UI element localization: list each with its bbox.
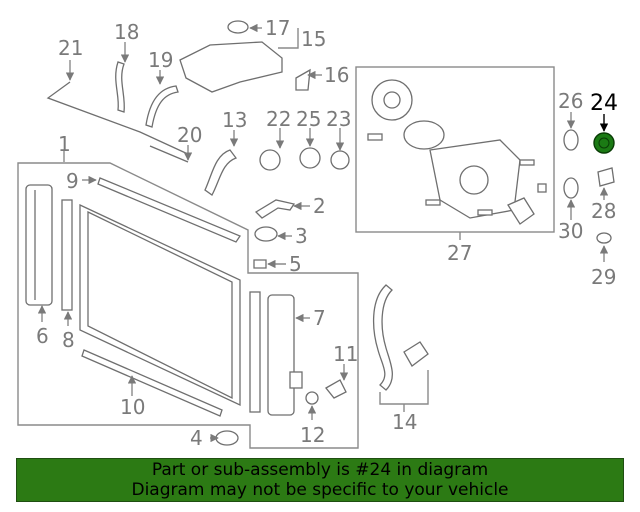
water-pump-group-outline	[355, 66, 555, 233]
drain-cock	[325, 379, 347, 399]
lower-hose	[372, 284, 393, 391]
callout-4: 4	[190, 426, 203, 450]
radiator-seal-left	[61, 199, 73, 311]
water-pump	[367, 79, 547, 225]
reservoir-tank	[179, 20, 311, 93]
callout-21: 21	[58, 36, 83, 60]
callout-27: 27	[447, 241, 472, 265]
callout-18: 18	[114, 20, 139, 44]
callout-17: 17	[265, 16, 290, 40]
radiator-left-tank	[25, 184, 53, 306]
callout-29: 29	[591, 265, 616, 289]
drain-gasket	[305, 391, 319, 405]
overflow-hose-19	[145, 85, 179, 128]
callout-19: 19	[148, 48, 173, 72]
callout-9: 9	[66, 169, 79, 193]
thermostat-cover	[259, 149, 281, 171]
radiator-core	[79, 203, 241, 407]
banner-line-1: Part or sub-assembly is #24 in diagram	[151, 460, 489, 480]
radiator-right-tank	[267, 294, 303, 416]
callout-10: 10	[120, 395, 145, 419]
seal-29	[596, 232, 612, 244]
callout-25: 25	[296, 107, 321, 131]
hose-clamp	[403, 341, 429, 367]
thermostat-gasket	[299, 147, 321, 169]
pipe-20	[149, 145, 189, 163]
callout-14: 14	[392, 410, 417, 434]
o-ring-26	[563, 129, 579, 151]
callout-3: 3	[295, 224, 308, 248]
radiator-seal-top	[97, 177, 241, 243]
upper-hose	[204, 149, 238, 196]
radiator-mount-upper	[254, 226, 278, 242]
clip	[253, 259, 267, 269]
callout-11: 11	[333, 342, 358, 366]
thermostat	[330, 150, 350, 170]
radiator-seal-right	[249, 291, 261, 413]
parts-note-banner: Part or sub-assembly is #24 in diagram D…	[16, 458, 624, 502]
callout-8: 8	[62, 328, 75, 352]
callout-7: 7	[313, 306, 326, 330]
radiator-mount-lower	[215, 430, 239, 446]
callout-5: 5	[289, 252, 302, 276]
banner-line-2: Diagram may not be specific to your vehi…	[131, 480, 509, 500]
callout-28: 28	[591, 199, 616, 223]
pipe-21	[46, 81, 191, 156]
o-ring-30	[563, 177, 579, 199]
radiator-seal-bottom	[81, 349, 223, 417]
callout-24: 24	[590, 91, 618, 116]
callout-12: 12	[300, 423, 325, 447]
parts-diagram: 1 2 3 4 5 6 7 8 9 10 11 12 13 14 15 16 1…	[17, 16, 618, 450]
callout-30: 30	[558, 219, 583, 243]
callout-1: 1	[58, 132, 71, 156]
callout-16: 16	[324, 63, 349, 87]
callout-13: 13	[222, 108, 247, 132]
radiator-group-outline	[17, 162, 359, 449]
callout-15: 15	[301, 27, 326, 51]
gasket-28	[597, 167, 615, 187]
callout-6: 6	[36, 324, 49, 348]
overflow-hose-18	[115, 61, 125, 113]
callout-2: 2	[313, 194, 326, 218]
callout-22: 22	[266, 107, 291, 131]
part-24-highlight	[593, 132, 615, 154]
callout-23: 23	[326, 107, 351, 131]
callout-20: 20	[177, 123, 202, 147]
radiator-bracket	[254, 199, 296, 219]
callout-26: 26	[558, 89, 583, 113]
